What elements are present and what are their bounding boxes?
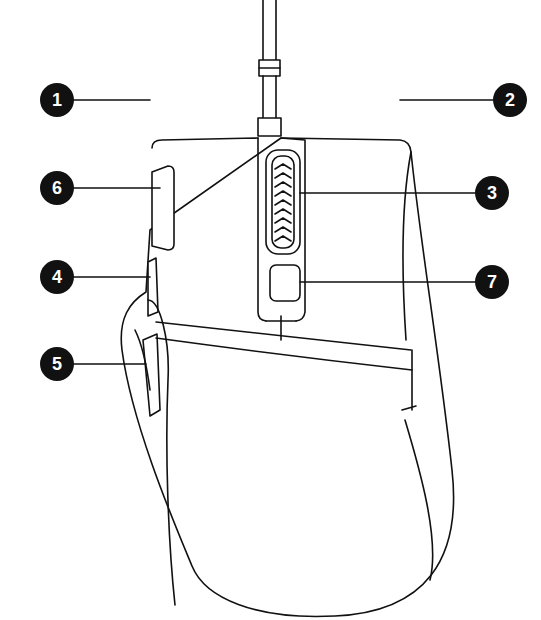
- callout-number: 3: [475, 176, 509, 210]
- callout-number: 4: [40, 260, 74, 294]
- callout-number: 2: [493, 83, 527, 117]
- callout-number: 7: [475, 265, 509, 299]
- callout-number: 5: [40, 347, 74, 381]
- callout-number: 6: [40, 171, 74, 205]
- callout-number: 1: [40, 83, 74, 117]
